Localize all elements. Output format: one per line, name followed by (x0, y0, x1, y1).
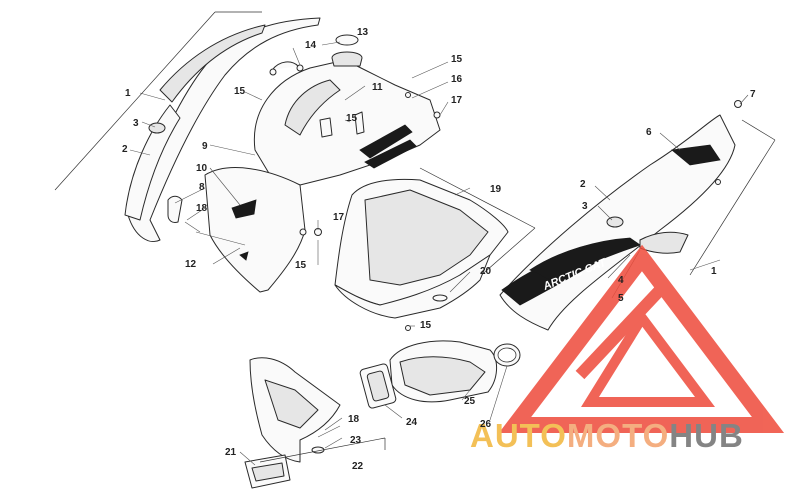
watermark-logo: AUTOMOTOHUB (470, 244, 785, 454)
callout-2b: 2 (580, 179, 586, 190)
callout-16: 16 (451, 74, 463, 85)
callout-22: 22 (352, 461, 364, 472)
callout-23: 23 (350, 435, 362, 446)
callout-26: 26 (480, 419, 492, 430)
callout-17a: 17 (451, 95, 463, 106)
callout-14: 14 (305, 40, 317, 51)
callout-1a: 1 (125, 88, 131, 99)
callout-15b: 15 (346, 113, 358, 124)
watermark-part-3: HUB (669, 417, 744, 454)
left-panel-insert (148, 122, 166, 134)
callout-10: 10 (196, 163, 208, 174)
callout-15d: 15 (295, 260, 307, 271)
callout-20: 20 (480, 266, 492, 277)
callout-9: 9 (202, 141, 208, 152)
callout-21: 21 (225, 447, 237, 458)
callout-17b: 17 (333, 212, 345, 223)
callout-1b: 1 (711, 266, 717, 277)
watermark-text: AUTOMOTOHUB (470, 417, 744, 454)
callout-6: 6 (646, 127, 652, 138)
callout-12: 12 (185, 259, 197, 270)
lower-bracket (244, 357, 386, 489)
callout-5: 5 (618, 293, 624, 304)
callout-3b: 3 (582, 201, 588, 212)
left-side-panel (54, 11, 321, 242)
callout-24: 24 (406, 417, 418, 428)
right-side-panel: ARCTIC CAT (499, 100, 776, 331)
watermark-triangle-icon (498, 244, 785, 433)
callout-3a: 3 (133, 118, 139, 129)
callout-numbers: 1 2 3 8 18 9 10 15 14 13 11 15 15 16 17 … (122, 27, 756, 472)
callout-13: 13 (357, 27, 369, 38)
storage-tray (334, 167, 536, 331)
watermark-part-2: MOTO (567, 417, 669, 454)
callout-18a: 18 (196, 203, 208, 214)
hood-assembly (195, 34, 441, 293)
callout-15a: 15 (234, 86, 246, 97)
callout-11: 11 (372, 82, 383, 93)
callout-8: 8 (199, 182, 205, 193)
callout-25: 25 (464, 396, 476, 407)
callout-18b: 18 (348, 414, 360, 425)
callout-15e: 15 (420, 320, 432, 331)
callout-7: 7 (750, 89, 756, 100)
callout-2a: 2 (122, 144, 128, 155)
callout-19: 19 (490, 184, 502, 195)
air-intake (359, 340, 521, 409)
watermark-part-1: AUTO (470, 417, 567, 454)
callout-15c: 15 (451, 54, 463, 65)
callout-4: 4 (618, 275, 624, 286)
right-panel-fastener (734, 100, 742, 108)
leader-lines (129, 41, 749, 466)
hood-cap (335, 34, 359, 46)
